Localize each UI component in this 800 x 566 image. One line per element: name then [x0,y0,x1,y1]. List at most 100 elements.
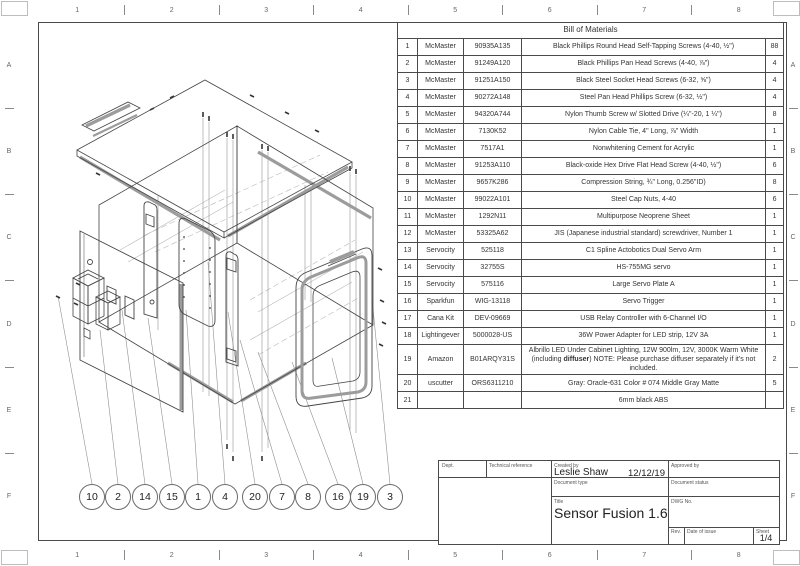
ruler-tick [691,550,692,560]
screw [378,343,384,347]
bom-cell-part: 7130K52 [463,123,522,141]
bom-cell-qty: 4 [764,55,785,73]
ruler-tick [407,550,409,560]
ruler-tick [5,194,14,196]
bom-header-row: Bill of Materials [396,22,785,39]
bom-cell-no: 2 [397,55,418,73]
vertical-rails [143,201,239,367]
box-face [107,296,121,331]
right-zone-label: A [790,61,796,69]
bottom-zone-label: 6 [547,552,552,559]
bottom-zone-label: 5 [453,552,458,559]
screw-axis-lines [157,118,357,452]
balloon-leader-lines [57,261,391,485]
bottom-zone-label: 8 [736,552,741,559]
top-zone-1: 1 [30,4,125,17]
right-zone-label: C [790,234,796,242]
bom-cell-desc: JIS (Japanese industrial standard) screw… [521,225,766,243]
item-balloon-1: 1 [185,484,211,510]
box-detail [77,273,99,280]
bom-cell-part: ORS6311210 [463,374,522,393]
bom-cell-vendor [417,391,464,410]
leader-line [291,361,339,485]
bom-cell-no: 5 [397,106,418,124]
item-balloon-7: 7 [269,484,295,510]
right-zone-label: D [790,320,796,328]
drawing-title: Sensor Fusion 1.6 [554,505,668,521]
ruler-tick [5,453,14,455]
bom-cell-vendor: uscutter [417,374,464,393]
item-balloon-20: 20 [242,484,268,510]
leader-line [121,309,146,485]
bom-cell-part: 90935A135 [463,38,522,56]
bom-title: Bill of Materials [396,22,785,39]
bom-cell-qty: 1 [764,140,785,158]
bom-cell-part: WIG-13118 [463,293,522,311]
top-zone-4: 4 [314,4,409,17]
balloon-number: 2 [115,491,121,503]
bom-cell-vendor: McMaster [417,38,464,56]
balloon-number: 7 [279,491,285,503]
bottom-zone-5: 5 [408,549,503,562]
lid-thickness [223,162,353,239]
rail-strip [143,201,158,319]
ruler-tick [789,194,798,196]
ruler-tick [124,5,125,15]
title-label: Title [554,499,564,505]
item-balloon-15: 15 [159,484,185,510]
box-face [95,296,109,331]
divider [551,461,552,544]
bottom-zone-4: 4 [314,549,409,562]
right-zone-B: B [787,108,799,196]
item-balloon-10: 10 [79,484,105,510]
line [119,189,226,251]
bom-cell-vendor: McMaster [417,174,464,192]
bom-cell-qty: 8 [764,106,785,124]
ruler-tick [5,366,14,368]
ruler-tick [789,366,798,368]
bottom-zone-label: 7 [642,552,647,559]
middle-plate [178,217,216,327]
door-handle-edge [327,253,357,267]
panel-cutout [124,295,135,320]
left-zone-label: F [6,493,12,501]
rail [92,114,138,137]
leader-line [57,295,93,485]
screw [55,295,61,299]
panel-outline [79,230,184,413]
created-date-value: 12/12/19 [628,468,665,479]
bom-cell-vendor: McMaster [417,123,464,141]
bom-cell-desc: HS-755MG servo [521,259,766,277]
bom-cell-qty: 1 [764,242,785,260]
document-status-label: Document status [671,480,709,486]
bom-cell-no: 14 [397,259,418,277]
bom-cell-no: 9 [397,174,418,192]
leader-line [371,297,391,485]
bottom-zone-8: 8 [692,549,787,562]
bom-cell-vendor: McMaster [417,208,464,226]
rail-cap [226,257,237,273]
ruler-tick [596,5,598,15]
bom-cell-desc: Nonwhitening Cement for Acrylic [521,140,766,158]
approved-by-label: Approved by [671,463,700,469]
leader-line [147,317,173,485]
top-zone-5: 5 [408,4,503,17]
date-of-issue-label: Date of issue [687,529,717,535]
rail [85,103,131,128]
bom-cell-part: 91249A120 [463,55,522,73]
right-zone-label: B [790,147,796,155]
left-zone-label: C [6,234,12,242]
box-face [87,277,105,325]
ruler-tick [502,550,503,560]
bom-cell-no: 1 [397,38,418,56]
left-zone-B: B [3,108,15,196]
